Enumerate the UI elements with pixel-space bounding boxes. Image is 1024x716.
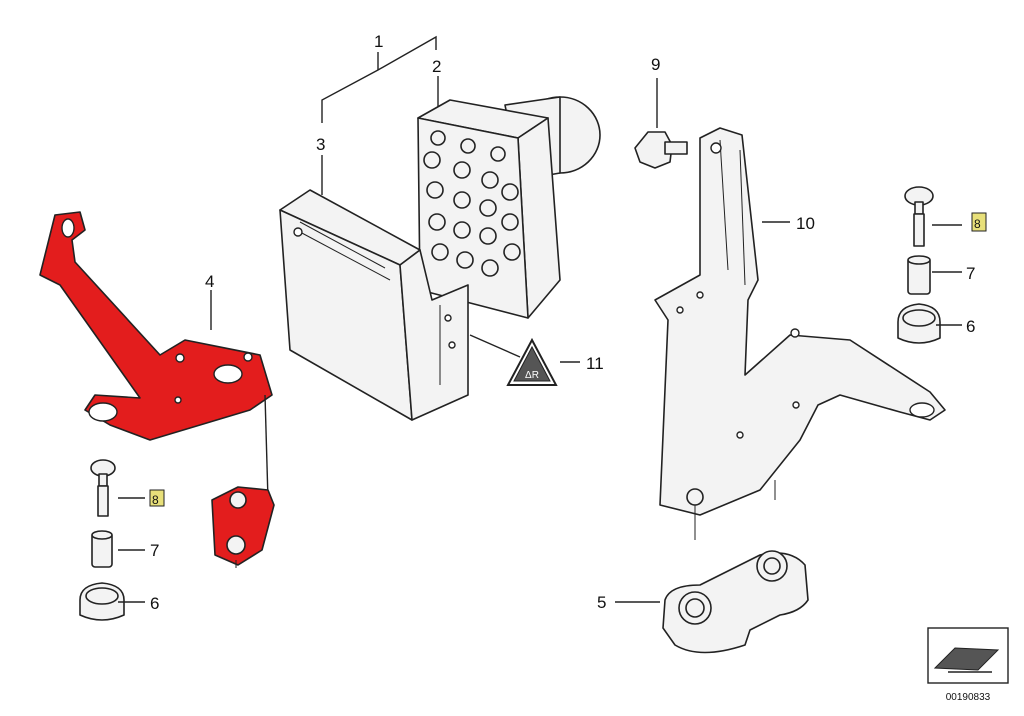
orientation-icon bbox=[927, 627, 1009, 684]
warning-symbol-text: ΔR bbox=[525, 370, 539, 381]
callout-6-right: 6 bbox=[966, 317, 975, 336]
tag-8-right bbox=[971, 212, 987, 232]
mount-plate bbox=[615, 550, 809, 654]
callout-8-right: 8 bbox=[974, 217, 981, 231]
callout-8-left: 8 bbox=[152, 493, 159, 507]
bolt-left bbox=[90, 459, 116, 517]
sleeve-right bbox=[907, 255, 931, 295]
callout-9: 9 bbox=[651, 55, 660, 74]
bolt-right bbox=[904, 186, 934, 247]
hydraulic-unit bbox=[417, 96, 601, 319]
red-bracket-small bbox=[211, 486, 275, 568]
callout-10: 10 bbox=[796, 214, 815, 233]
large-bracket bbox=[654, 127, 946, 540]
control-module bbox=[279, 189, 469, 421]
valve-fittings bbox=[423, 130, 521, 277]
sleeve-left bbox=[91, 530, 113, 568]
damper-right bbox=[897, 303, 941, 344]
leader-lines-abs-unit bbox=[321, 35, 439, 195]
callout-7-left: 7 bbox=[150, 541, 159, 560]
callout-1: 1 bbox=[374, 32, 383, 51]
nut bbox=[634, 78, 688, 169]
callout-11: 11 bbox=[586, 354, 604, 373]
callout-5: 5 bbox=[597, 593, 606, 612]
warning-sticker: ΔR bbox=[469, 334, 580, 386]
red-bracket bbox=[39, 211, 273, 501]
callout-6-left: 6 bbox=[150, 594, 159, 613]
diagram-number: 00190833 bbox=[946, 692, 991, 703]
damper-left bbox=[79, 582, 125, 621]
callout-4: 4 bbox=[205, 272, 214, 291]
callout-3: 3 bbox=[316, 135, 325, 154]
callout-2: 2 bbox=[432, 57, 441, 76]
callout-7-right: 7 bbox=[966, 264, 975, 283]
tag-8-left bbox=[149, 489, 165, 507]
